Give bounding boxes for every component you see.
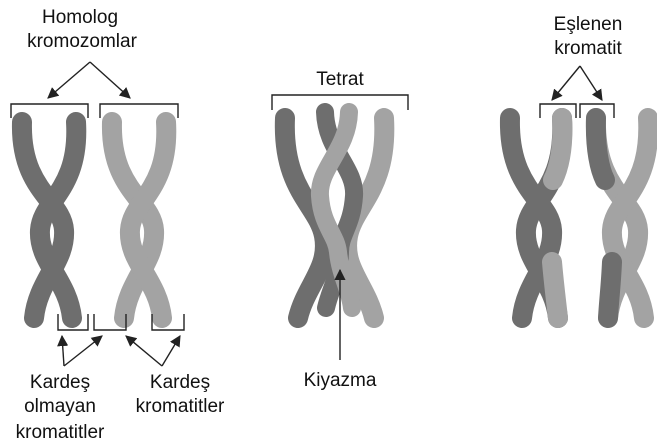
tetrad [285, 112, 385, 318]
non-sister-label-line3: kromatitler [16, 422, 105, 443]
exchanged-segment [552, 262, 558, 318]
non-sister-arrow-1 [62, 336, 64, 366]
recombinant-chromosome-left [510, 118, 562, 318]
homolog-chromosome-left [22, 122, 76, 318]
non-sister-label-line1: Kardeş [30, 372, 90, 393]
recombinant-chromosome-right [596, 118, 648, 318]
sister-arrow-2 [162, 336, 180, 366]
homolog-label-line1: Homolog [42, 7, 118, 28]
homolog-label-line2: kromozomlar [27, 31, 137, 52]
chiasma-label: Kiyazma [304, 370, 377, 391]
non-sister-label-line2: olmayan [24, 396, 96, 417]
sister-label-line1: Kardeş [150, 372, 210, 393]
recombinant-arrow-right [580, 66, 602, 100]
exchanged-segment [553, 118, 562, 180]
homolog-arrow-left [48, 62, 90, 98]
exchanged-segment [596, 118, 605, 180]
recombinant-label-line2: kromatit [554, 38, 622, 59]
homolog-chromosome-right [112, 122, 166, 318]
non-sister-arrow-2 [64, 336, 102, 366]
homolog-arrow-right [90, 62, 130, 98]
sister-arrow-1 [126, 336, 162, 366]
recombinant-label-line1: Eşlenen [554, 14, 623, 35]
tetrad-label: Tetrat [316, 69, 364, 90]
tetrad-bracket [272, 95, 408, 110]
sister-label-line2: kromatitler [136, 396, 225, 417]
recombinant-arrow-left [552, 66, 580, 100]
exchanged-segment [608, 262, 612, 318]
